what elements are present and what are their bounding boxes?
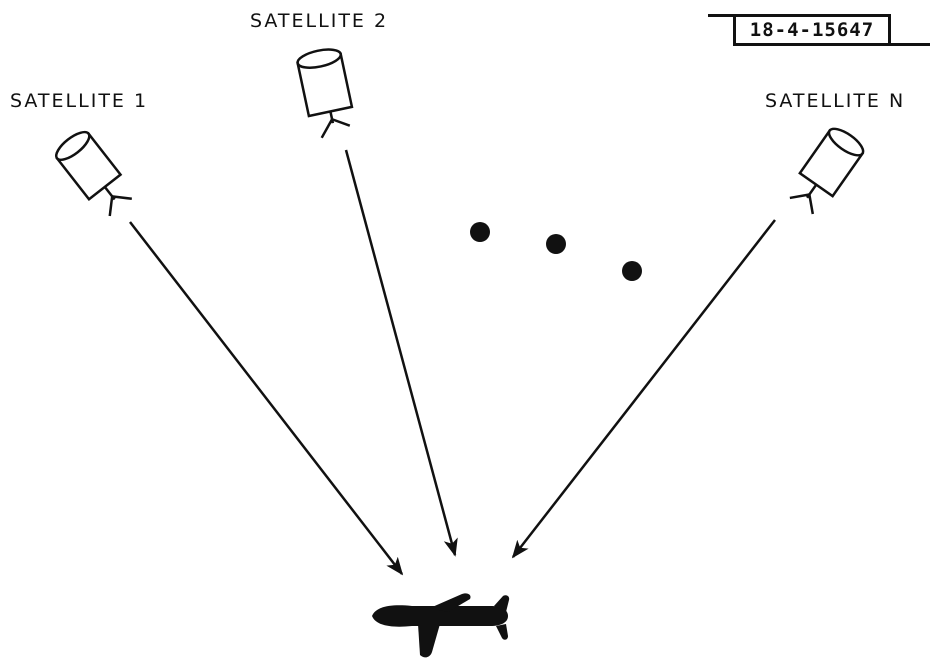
- satellite-n-icon: [789, 127, 865, 215]
- figure-id-rule-right: [890, 43, 930, 46]
- satellite-1-label: SATELLITE 1: [10, 90, 149, 112]
- figure-id-rule-left: [708, 14, 734, 17]
- signal-arrow-satellite-2: [344, 149, 458, 557]
- satellite-1-icon: [54, 130, 132, 217]
- satellite-n-label: SATELLITE N: [765, 90, 906, 112]
- airplane-icon: [372, 593, 510, 658]
- ellipsis-dots-icon: [470, 222, 642, 281]
- satellite-2-icon: [296, 48, 354, 139]
- satellite-2-label: SATELLITE 2: [250, 10, 389, 32]
- signal-arrow-satellite-1: [129, 221, 404, 576]
- figure-id-box: 18-4-15647: [733, 14, 891, 46]
- signal-arrow-satellite-n: [511, 219, 776, 559]
